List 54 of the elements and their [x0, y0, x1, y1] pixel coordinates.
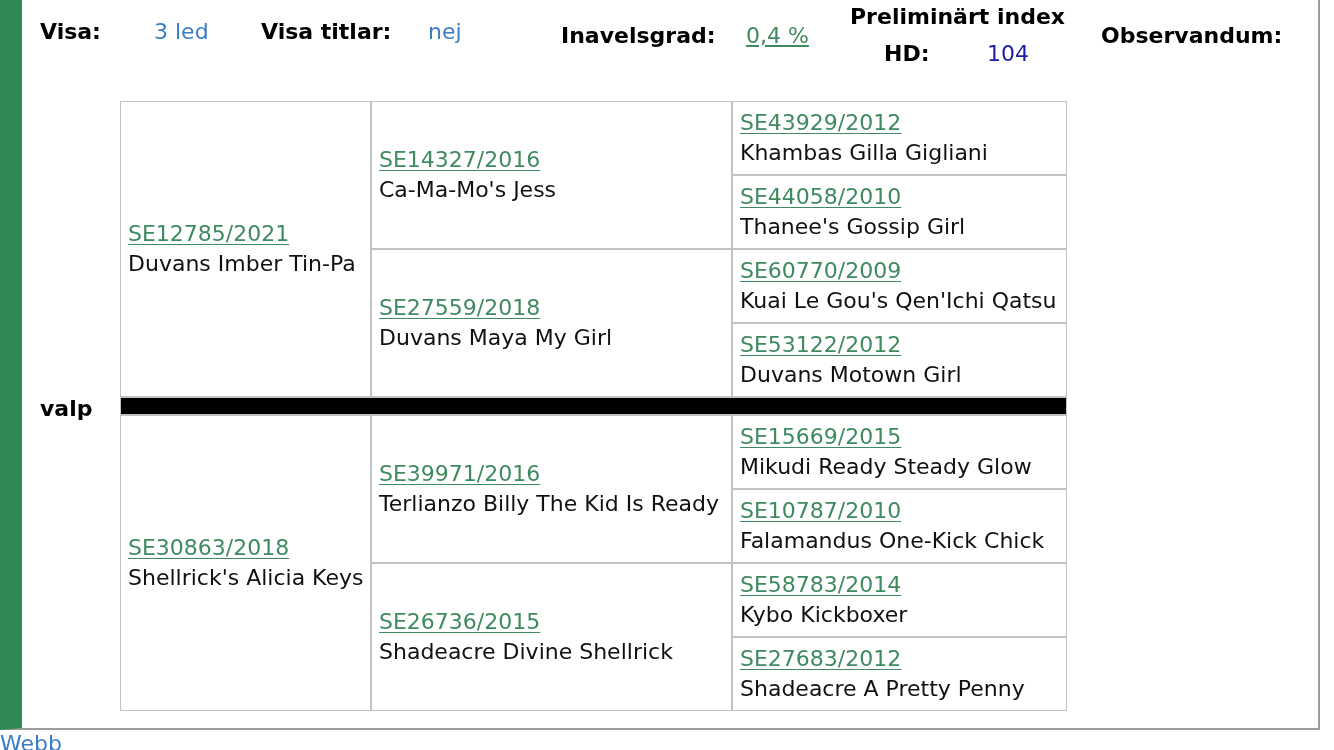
- pedigree-cell: [371, 563, 732, 711]
- dog-name: Mikudi Ready Steady Glow: [740, 453, 1032, 481]
- field-label: HD:: [884, 41, 930, 67]
- registration-link: SE44058/2010: [740, 183, 902, 211]
- pedigree-cell: [371, 415, 732, 563]
- dog-name: Terlianzo Billy The Kid Is Ready: [379, 490, 720, 518]
- dog-name: Duvans Motown Girl: [740, 361, 962, 389]
- field-label: Visa:: [40, 19, 101, 45]
- field-label: Observandum:: [1101, 23, 1283, 49]
- option-value: nej: [428, 19, 462, 45]
- index-value: 104: [987, 41, 1029, 67]
- registration-link: SE27683/2012: [740, 645, 902, 673]
- registration-link: SE39971/2016: [379, 460, 541, 488]
- dog-name: Duvans Imber Tin-Pa: [128, 250, 356, 278]
- registration-link: SE14327/2016: [379, 146, 541, 174]
- registration-link: SE60770/2009: [740, 257, 902, 285]
- registration-link: SE43929/2012: [740, 109, 902, 137]
- pedigree-cell: [732, 489, 1067, 563]
- dog-name: Khambas Gilla Gigliani: [740, 139, 988, 167]
- pedigree-cell: [371, 101, 732, 249]
- dog-name: Falamandus One-Kick Chick: [740, 527, 1045, 555]
- registration-link: SE27559/2018: [379, 294, 541, 322]
- registration-link: SE26736/2015: [379, 608, 541, 636]
- pedigree-cell: [732, 175, 1067, 249]
- field-label: Inavelsgrad:: [561, 23, 716, 49]
- field-label: Visa titlar:: [261, 19, 392, 45]
- pedigree-cell: [732, 249, 1067, 323]
- pedigree-cell: [732, 637, 1067, 711]
- registration-link: SE58783/2014: [740, 571, 902, 599]
- pedigree-cell: [371, 249, 732, 397]
- dog-name: Shadeacre Divine Shellrick: [379, 638, 673, 666]
- registration-link: SE15669/2015: [740, 423, 902, 451]
- option-value: 3 led: [154, 19, 209, 45]
- pedigree-cell: [732, 323, 1067, 397]
- pedigree-cell: [732, 101, 1067, 175]
- dog-name: Kuai Le Gou's Qen'Ichi Qatsu: [740, 287, 1057, 315]
- registration-link: SE12785/2021: [128, 220, 290, 248]
- dog-name: Duvans Maya My Girl: [379, 324, 613, 352]
- pedigree-cell: [732, 563, 1067, 637]
- puppy-label: valp: [40, 396, 93, 422]
- divider-bar: [120, 397, 1067, 415]
- dog-name: Shellrick's Alicia Keys: [128, 564, 364, 592]
- dog-name: Ca-Ma-Mo's Jess: [379, 176, 557, 204]
- dog-name: Shadeacre A Pretty Penny: [740, 675, 1025, 703]
- dog-name: Kybo Kickboxer: [740, 601, 908, 629]
- registration-link: SE53122/2012: [740, 331, 902, 359]
- pedigree-cell: [120, 415, 371, 711]
- registration-link: SE10787/2010: [740, 497, 902, 525]
- section-heading: Preliminärt index: [850, 4, 1066, 30]
- pedigree-cell: [732, 415, 1067, 489]
- registration-link: SE30863/2018: [128, 534, 290, 562]
- value-link: 0,4 %: [746, 23, 809, 49]
- dog-name: Thanee's Gossip Girl: [740, 213, 966, 241]
- pedigree-cell: [120, 101, 371, 397]
